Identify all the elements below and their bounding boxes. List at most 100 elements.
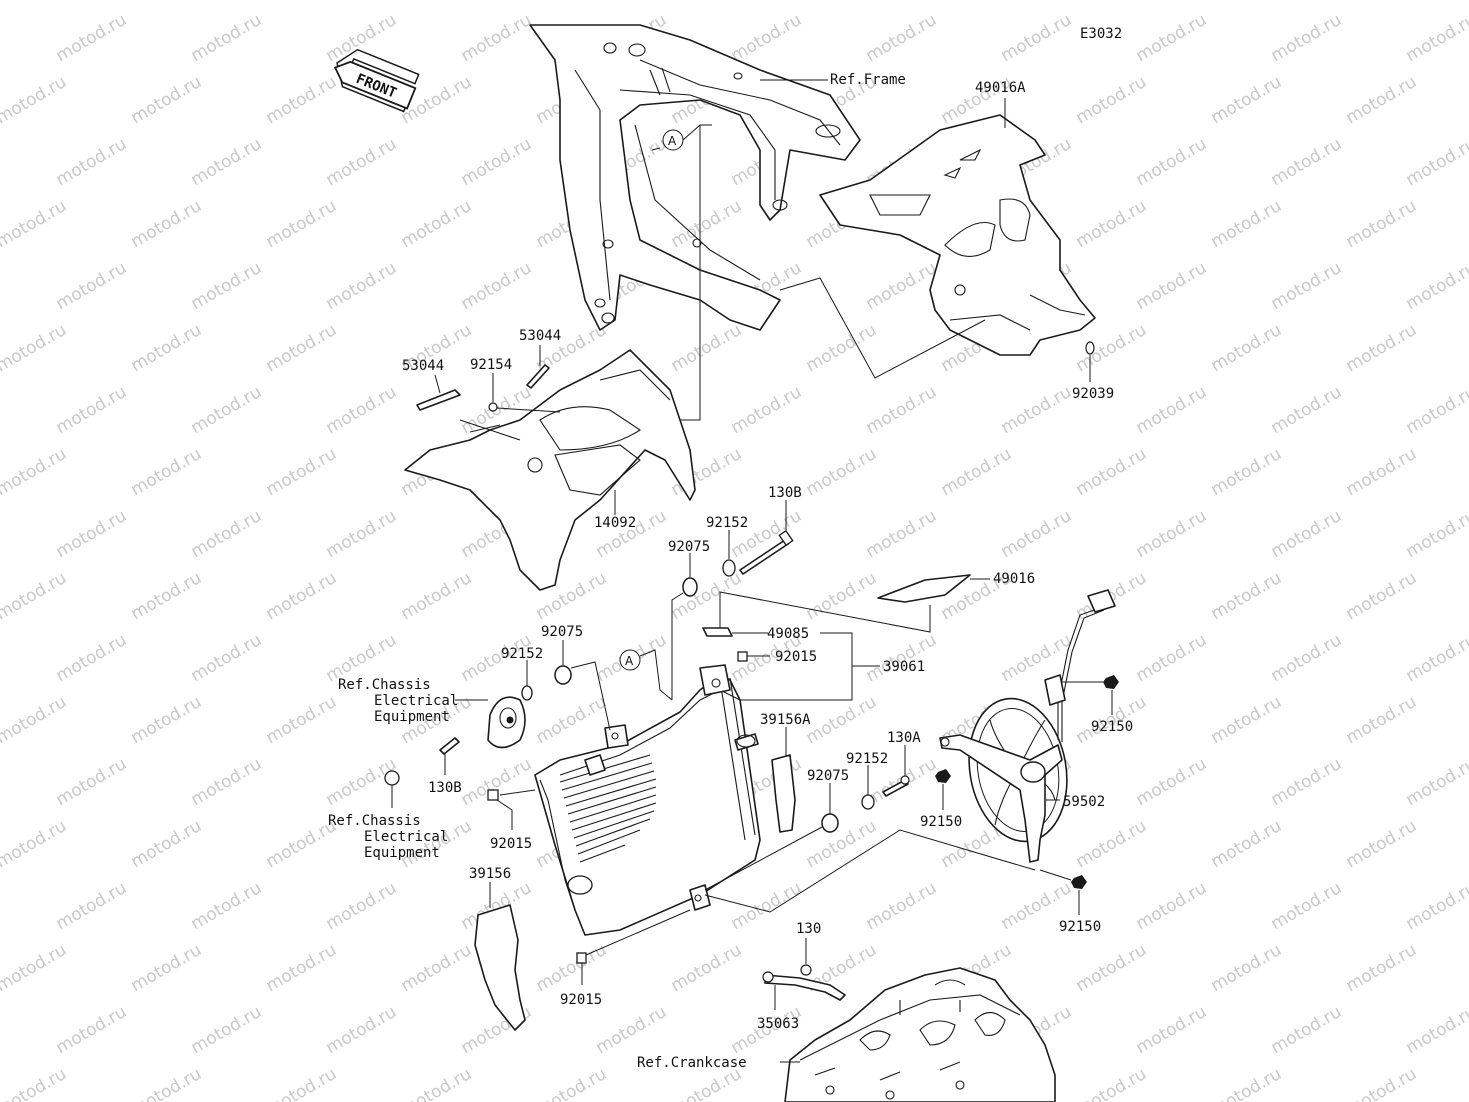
watermark-text: motod.ru — [263, 692, 341, 748]
watermark-text: motod.ru — [0, 692, 70, 748]
label-92152-mid: 92152 — [846, 751, 888, 767]
label-92039: 92039 — [1072, 386, 1114, 402]
watermark-text: motod.ru — [53, 630, 131, 686]
watermark-text: motod.ru — [863, 878, 941, 934]
watermark-text: motod.ru — [1268, 382, 1346, 438]
grommet-ref-chassis — [384, 770, 400, 808]
watermark-text: motod.ru — [128, 568, 206, 624]
watermark-text: motod.ru — [128, 196, 206, 252]
watermark-text: motod.ru — [1403, 134, 1469, 190]
watermark-text: motod.ru — [128, 1064, 206, 1102]
label-49085: 49085 — [767, 626, 809, 642]
watermark-text: motod.ru — [668, 940, 746, 996]
nut-92150-top — [1062, 675, 1119, 715]
crankcase-drawing — [780, 967, 1056, 1102]
watermark-text: motod.ru — [128, 72, 206, 128]
watermark-text: motod.ru — [53, 382, 131, 438]
watermark-text: motod.ru — [1403, 258, 1469, 314]
watermark-text: motod.ru — [1268, 630, 1346, 686]
label-130: 130 — [796, 921, 821, 937]
label-92015-bottom: 92015 — [560, 992, 602, 1008]
watermark-text: motod.ru — [1403, 10, 1469, 66]
watermark-text: motod.ru — [0, 444, 70, 500]
watermark-text: motod.ru — [323, 506, 401, 562]
ref-chassis-2-line2: Electrical — [364, 829, 448, 845]
watermark-text: motod.ru — [263, 1064, 341, 1102]
cooling-fan-59502 — [939, 589, 1116, 863]
watermark-text: motod.ru — [1208, 1064, 1286, 1102]
watermark-text: motod.ru — [1133, 134, 1211, 190]
watermark-text: motod.ru — [1268, 754, 1346, 810]
watermark-text: motod.ru — [1133, 258, 1211, 314]
label-59502: 59502 — [1063, 794, 1105, 810]
watermark-text: motod.ru — [128, 0, 206, 4]
watermark-text: motod.ru — [398, 1064, 476, 1102]
label-92015-top: 92015 — [775, 649, 817, 665]
ref-chassis-2-line3: Equipment — [364, 845, 440, 861]
watermark-text: motod.ru — [263, 320, 341, 376]
watermark-text: motod.ru — [668, 568, 746, 624]
watermark-text: motod.ru — [263, 72, 341, 128]
pad-49016 — [877, 574, 990, 603]
watermark-text: motod.ru — [0, 0, 70, 4]
grommet-92075-top — [671, 553, 698, 700]
watermark-text: motod.ru — [53, 1002, 131, 1058]
watermark-text: motod.ru — [1133, 878, 1211, 934]
callout-a-mid: A — [619, 649, 673, 701]
label-92152-left: 92152 — [501, 646, 543, 662]
shroud-39156 — [474, 882, 526, 1031]
label-92152-top: 92152 — [706, 515, 748, 531]
watermark-text: motod.ru — [863, 382, 941, 438]
watermark-text: motod.ru — [0, 320, 70, 376]
label-14092: 14092 — [594, 515, 636, 531]
ref-chassis-2-line1: Ref.Chassis — [328, 813, 421, 829]
label-39156: 39156 — [469, 866, 511, 882]
label-130B-left: 130B — [428, 780, 462, 796]
ref-chassis-1-line3: Equipment — [374, 709, 450, 725]
watermark-text: motod.ru — [188, 1002, 266, 1058]
watermark-text: motod.ru — [1268, 258, 1346, 314]
watermark-text: motod.ru — [0, 196, 70, 252]
horn-ref-chassis — [455, 696, 526, 749]
watermark-text: motod.ru — [188, 754, 266, 810]
label-92075-mid: 92075 — [807, 768, 849, 784]
watermark-text: motod.ru — [398, 568, 476, 624]
watermark-text: motod.ru — [263, 0, 341, 4]
watermark-text: motod.ru — [128, 320, 206, 376]
watermark-text: motod.ru — [1403, 878, 1469, 934]
clip-92015-left — [487, 789, 536, 830]
shroud-39156A — [771, 727, 796, 833]
ref-frame: Ref.Frame — [830, 72, 906, 88]
watermark-text: motod.ru — [668, 320, 746, 376]
part-53044-right — [526, 364, 550, 389]
watermark-text: motod.ru — [1073, 940, 1151, 996]
watermark-text: motod.ru — [458, 258, 536, 314]
watermark-text: motod.ru — [728, 382, 806, 438]
watermark-text: motod.ru — [1133, 1002, 1211, 1058]
watermark-text: motod.ru — [458, 10, 536, 66]
watermark-text: motod.ru — [1208, 0, 1286, 4]
label-49016: 49016 — [993, 571, 1035, 587]
watermark-text: motod.ru — [53, 134, 131, 190]
watermark-text: motod.ru — [0, 1064, 70, 1102]
watermark-text: motod.ru — [398, 940, 476, 996]
watermark-text: motod.ru — [533, 1064, 611, 1102]
watermark-text: motod.ru — [1403, 506, 1469, 562]
watermark-text: motod.ru — [668, 196, 746, 252]
watermark-text: motod.ru — [1343, 568, 1421, 624]
watermark-text: motod.ru — [533, 940, 611, 996]
watermark-text: motod.ru — [188, 630, 266, 686]
grommet-92075-mid — [704, 783, 839, 891]
part-53044-left — [416, 389, 461, 411]
watermark-text: motod.ru — [128, 816, 206, 872]
watermark-text: motod.ru — [1343, 444, 1421, 500]
watermark-text: motod.ru — [803, 444, 881, 500]
label-39061: 39061 — [883, 659, 925, 675]
watermark-text: motod.ru — [188, 878, 266, 934]
watermark-text: motod.ru — [0, 940, 70, 996]
watermark-text: motod.ru — [803, 0, 881, 4]
watermark-text: motod.ru — [188, 10, 266, 66]
washer-92152-left — [521, 660, 533, 701]
callout-a-top: A — [651, 124, 712, 421]
